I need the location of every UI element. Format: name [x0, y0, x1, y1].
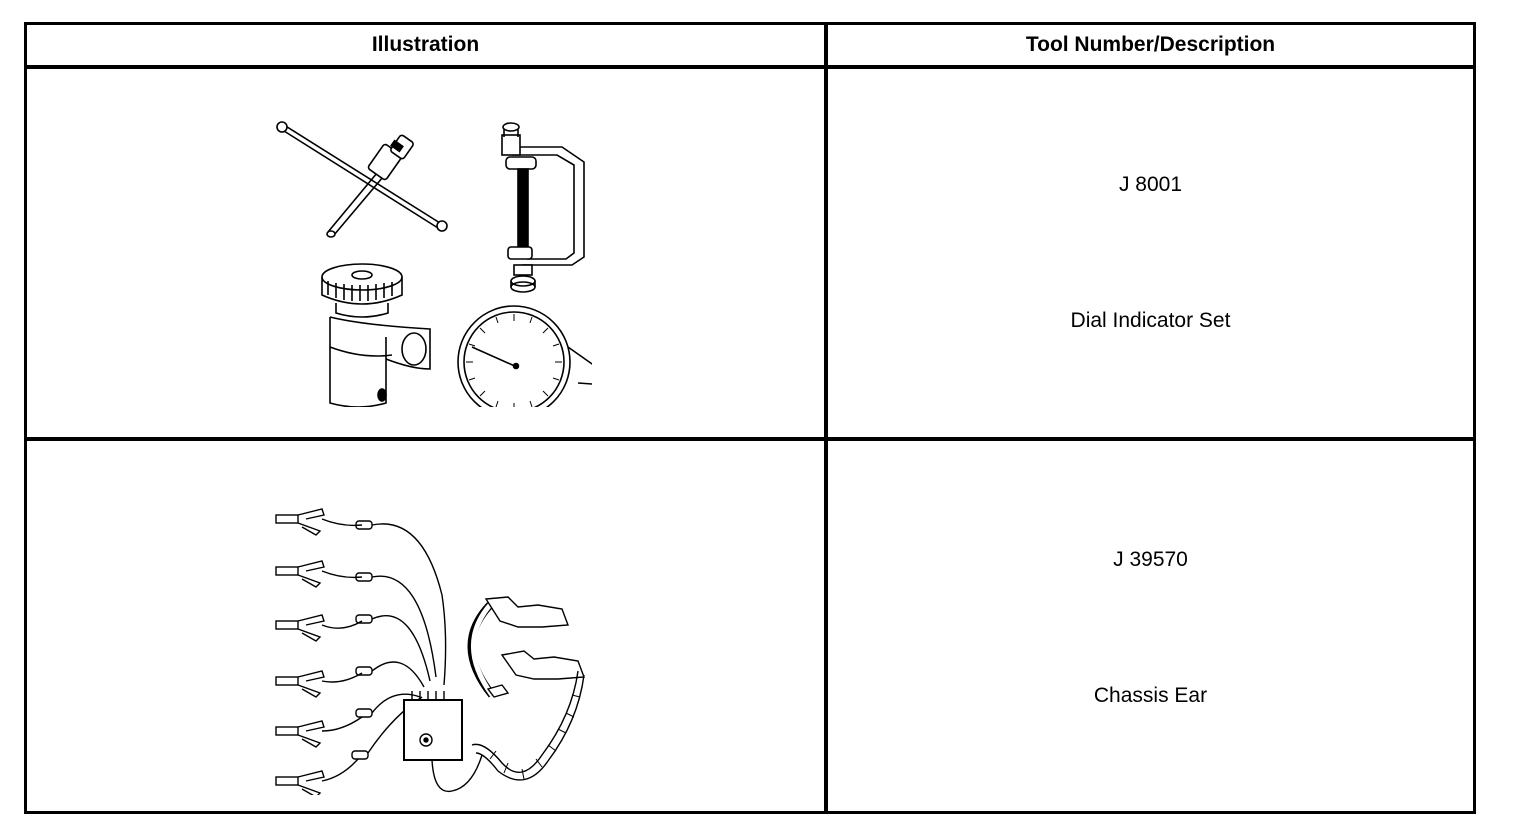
header-divider	[27, 65, 1473, 69]
column-divider	[824, 25, 828, 811]
header-illustration: Illustration	[371, 33, 480, 56]
dial-indicator-set-illustration	[276, 121, 592, 407]
chassis-ear-illustration	[275, 508, 585, 795]
tool-number: J 39570	[1113, 548, 1188, 571]
header-tool-number: Tool Number/Description	[1025, 33, 1276, 56]
tool-table: Illustration Tool Number/Description J 8…	[24, 22, 1476, 814]
tool-description: Dial Indicator Set	[1070, 309, 1231, 332]
row-divider	[27, 437, 1473, 441]
tool-description: Chassis Ear	[1093, 684, 1208, 707]
tool-number: J 8001	[1118, 173, 1183, 196]
